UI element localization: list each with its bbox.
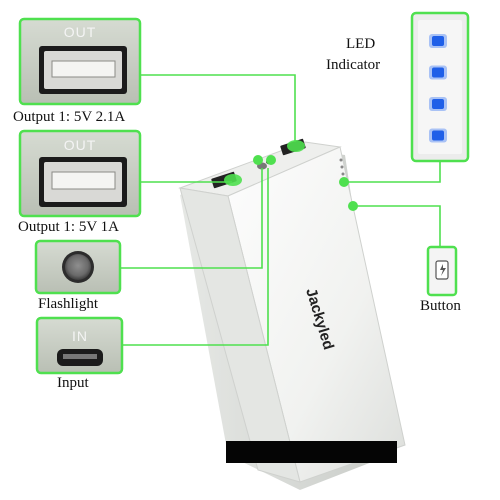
output-1-panel <box>18 17 142 106</box>
button-panel <box>426 245 458 297</box>
led-caption-line1: LED <box>346 36 376 52</box>
led-light <box>432 130 444 141</box>
in-label: IN <box>72 328 88 344</box>
flashlight-panel <box>34 239 122 295</box>
led-light <box>432 36 444 46</box>
power-bank <box>178 138 406 490</box>
callout-dots <box>224 140 358 211</box>
led-light <box>432 67 444 78</box>
output-1-caption: Output 1: 5V 2.1A <box>13 109 126 125</box>
flashlight-caption: Flashlight <box>38 296 99 312</box>
input-caption: Input <box>57 375 89 391</box>
out-label-top: OUT <box>64 24 97 40</box>
output-2-panel <box>18 129 142 218</box>
input-panel <box>35 316 124 375</box>
led-indicator-panel <box>410 11 470 163</box>
out-label-mid: OUT <box>64 137 97 153</box>
led-light <box>432 99 444 109</box>
callout-lines <box>120 74 441 346</box>
led-caption-line2: Indicator <box>326 57 381 73</box>
led-lights <box>429 34 447 143</box>
output-2-caption: Output 1: 5V 1A <box>18 219 119 235</box>
redaction-bar <box>226 441 397 463</box>
button-caption: Button <box>420 298 461 314</box>
